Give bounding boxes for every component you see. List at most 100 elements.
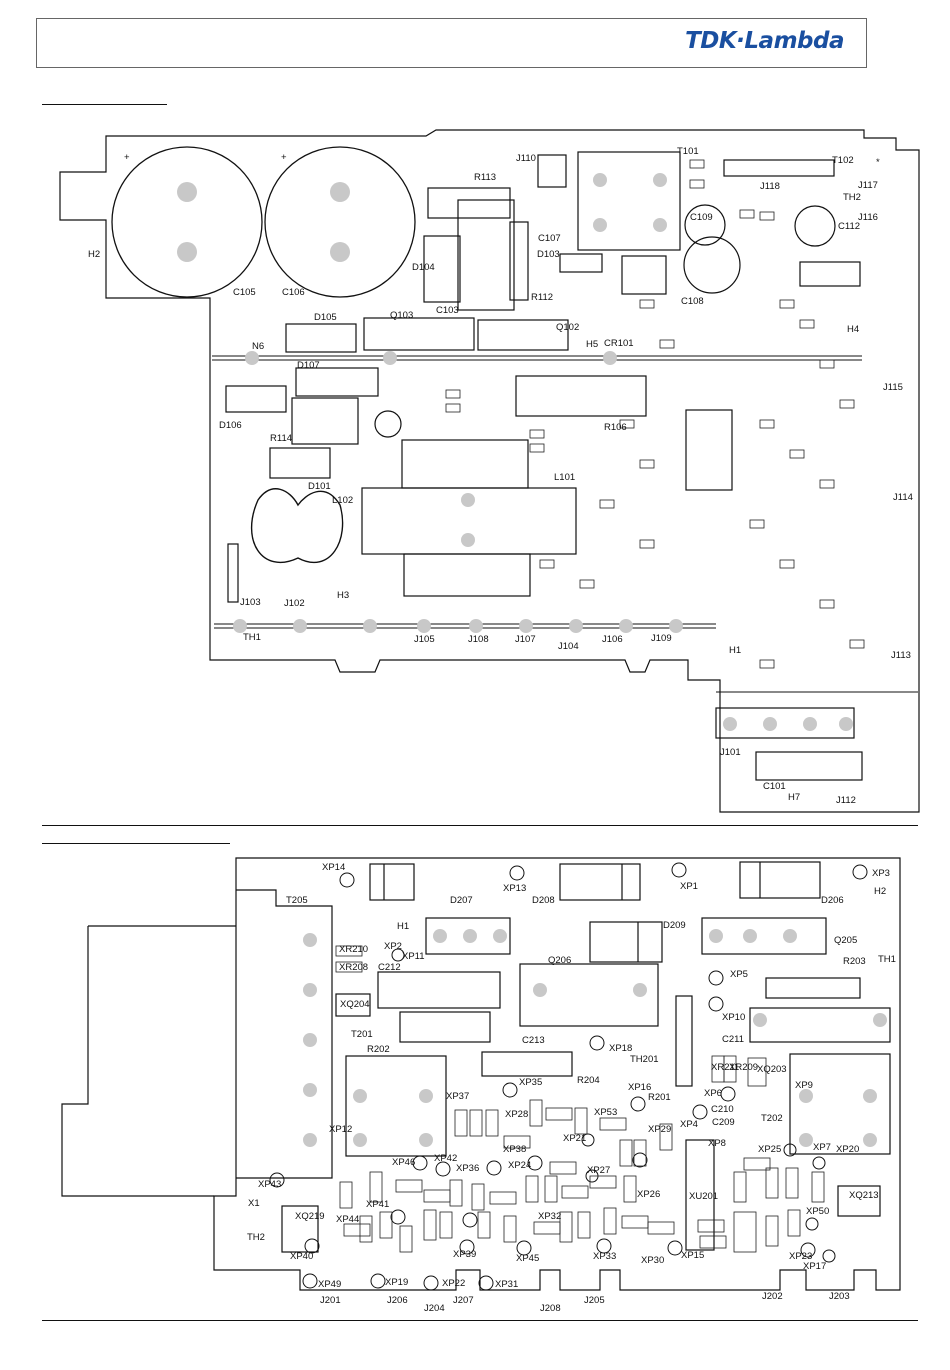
bottom-designator-label: R202 <box>367 1044 390 1055</box>
inductor-l102-outline <box>250 488 344 564</box>
header-frame: TDK·Lambda <box>36 18 867 68</box>
bottom-designator-label: XP53 <box>594 1107 617 1118</box>
bottom-designator-label: XP5 <box>730 969 748 980</box>
bottom-designator-label: XP25 <box>758 1144 781 1155</box>
divider-rule-middle <box>42 825 918 826</box>
bottom-designator-label: D206 <box>821 895 844 906</box>
bottom-designator-label: XP6 <box>704 1088 722 1099</box>
bottom-designator-label: D208 <box>532 895 555 906</box>
top-designator-label: J115 <box>883 382 903 393</box>
bottom-designator-label: XP20 <box>836 1144 859 1155</box>
bottom-designator-label: XP19 <box>385 1277 408 1288</box>
bottom-designator-label: C209 <box>712 1117 735 1128</box>
bottom-designator-label: XQ204 <box>340 999 370 1010</box>
bottom-designator-label: C211 <box>722 1034 744 1045</box>
bottom-designator-label: XP16 <box>628 1082 651 1093</box>
top-designator-label: J108 <box>468 634 489 645</box>
bottom-designator-label: Q206 <box>548 955 571 966</box>
top-designator-label: C107 <box>538 233 561 244</box>
bottom-designator-label: Q205 <box>834 935 857 946</box>
bottom-designator-label: R201 <box>648 1092 671 1103</box>
top-designator-label: D101 <box>308 481 331 492</box>
top-designator-label: R106 <box>604 422 627 433</box>
bottom-designator-label: T202 <box>761 1113 783 1124</box>
bottom-designator-label: T205 <box>286 895 308 906</box>
bottom-designator-label: XQ219 <box>295 1211 325 1222</box>
bottom-designator-label: XP21 <box>563 1133 586 1144</box>
bottom-designator-label: J204 <box>424 1303 445 1314</box>
bottom-designator-label: XP9 <box>795 1080 813 1091</box>
bottom-designator-label: XP44 <box>336 1214 359 1225</box>
bottom-designator-label: XP41 <box>366 1199 389 1210</box>
top-designator-label: C106 <box>282 287 305 298</box>
capacitor-c106 <box>264 146 416 298</box>
top-board-pads <box>233 173 853 731</box>
terminal-block-j101 <box>715 707 855 739</box>
bottom-designator-label: D209 <box>663 920 686 931</box>
top-board-components <box>225 151 863 781</box>
bottom-designator-label: XP33 <box>593 1251 616 1262</box>
top-designator-label: J104 <box>558 641 579 652</box>
bottom-designator-label: J208 <box>540 1303 561 1314</box>
top-designator-label: T101 <box>677 146 699 157</box>
bottom-designator-label: XP27 <box>587 1165 610 1176</box>
bottom-designator-label: XP11 <box>402 951 425 962</box>
bottom-designator-label: XP38 <box>503 1144 526 1155</box>
transformer-t101 <box>577 151 681 251</box>
bottom-designator-label: XP3 <box>872 868 890 879</box>
top-designator-label: H1 <box>729 645 741 656</box>
bottom-designator-label: XP45 <box>516 1253 539 1264</box>
divider-rule-bottom <box>42 1320 918 1321</box>
bottom-designator-label: XP28 <box>505 1109 528 1120</box>
top-designator-label: C103 <box>436 305 459 316</box>
top-designator-label: J114 <box>893 492 913 503</box>
top-designator-label: H7 <box>788 792 800 803</box>
bottom-designator-label: XP40 <box>290 1251 313 1262</box>
top-designator-label: Q102 <box>556 322 579 333</box>
top-designator-label: J107 <box>515 634 536 645</box>
bottom-designator-label: D207 <box>450 895 473 906</box>
top-designator-label: D105 <box>314 312 337 323</box>
bottom-designator-label: J201 <box>320 1295 341 1306</box>
bottom-designator-label: R204 <box>577 1075 600 1086</box>
top-designator-label: C112 <box>838 221 860 232</box>
bottom-designator-label: XP49 <box>318 1279 341 1290</box>
bottom-designator-label: XP24 <box>508 1160 531 1171</box>
bottom-designator-label: XP4 <box>680 1119 698 1130</box>
top-designator-label: J118 <box>760 181 780 192</box>
tdk-lambda-logo: TDK·Lambda <box>685 28 844 54</box>
top-designator-label: C105 <box>233 287 256 298</box>
top-designator-label: R113 <box>474 172 496 183</box>
bottom-designator-label: J202 <box>762 1291 783 1302</box>
bottom-designator-label: XP23 <box>789 1251 812 1262</box>
bottom-designator-label: XR211 <box>711 1062 739 1073</box>
bottom-designator-label: XP31 <box>495 1279 518 1290</box>
bottom-designator-label: XP1 <box>680 881 698 892</box>
top-designator-label: L102 <box>332 495 353 506</box>
bottom-designator-label: R203 <box>843 956 866 967</box>
top-designator-label: J116 <box>858 212 878 223</box>
top-designator-label: * <box>876 157 880 168</box>
top-designator-label: J103 <box>240 597 261 608</box>
top-designator-label: C101 <box>763 781 786 792</box>
top-designator-label: T102 <box>832 155 854 166</box>
bottom-board-testpoints <box>269 862 868 1291</box>
bottom-designator-label: XP17 <box>803 1261 826 1272</box>
bottom-board-components <box>281 861 891 1253</box>
top-designator-label: J101 <box>720 747 741 758</box>
top-designator-label: H5 <box>586 339 598 350</box>
bottom-designator-label: XP14 <box>322 862 345 873</box>
bottom-designator-label: XP42 <box>434 1153 457 1164</box>
bottom-board-smd-parts <box>335 945 825 1253</box>
top-designator-label: H3 <box>337 590 349 601</box>
bottom-designator-label: XP50 <box>806 1206 829 1217</box>
bottom-designator-label: XP46 <box>392 1157 415 1168</box>
top-designator-label: J112 <box>836 795 856 806</box>
bottom-designator-label: XP22 <box>442 1278 465 1289</box>
bottom-designator-label: XP12 <box>329 1124 352 1135</box>
bottom-designator-label: XP32 <box>538 1211 561 1222</box>
bottom-designator-label: XP35 <box>519 1077 542 1088</box>
